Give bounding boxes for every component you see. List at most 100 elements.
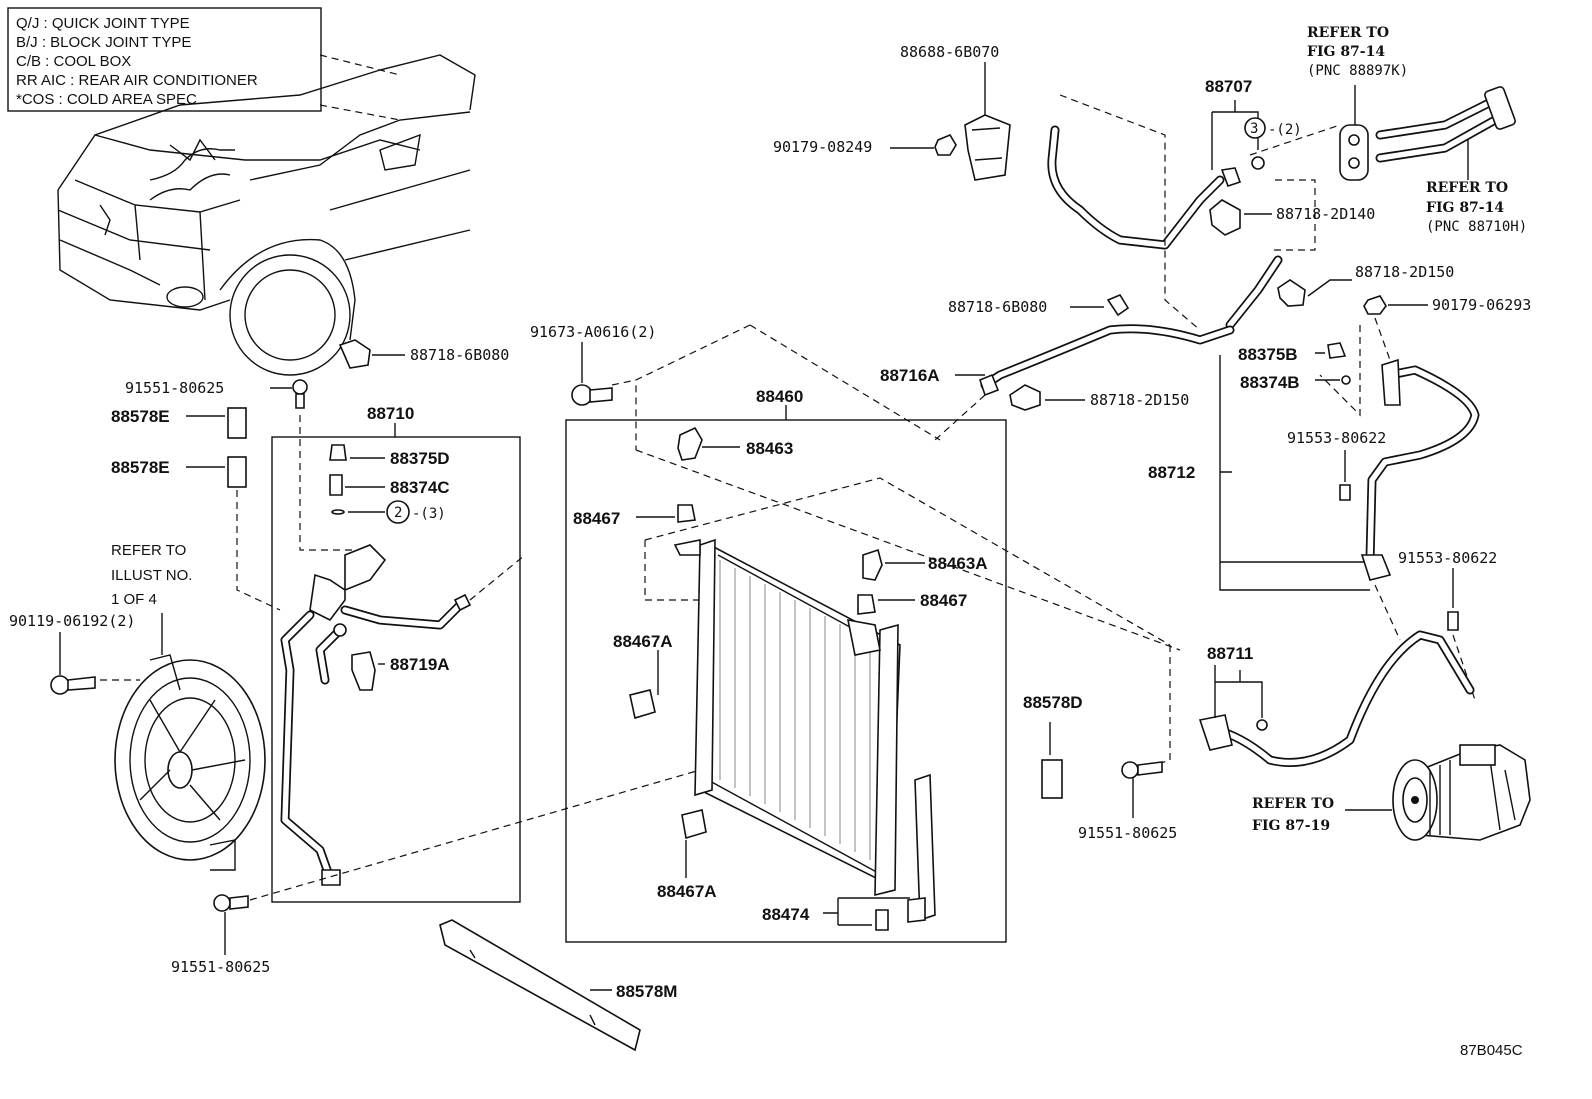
label-88474: 88474 <box>762 905 810 924</box>
switch-88719A <box>351 651 376 691</box>
label-88375B: 88375B <box>1238 345 1298 364</box>
label-90179-08249: 90179-08249 <box>773 138 872 156</box>
ref-1-line-1: REFER TO <box>1307 25 1389 41</box>
grommet-88467-right <box>857 594 876 615</box>
label-88578D: 88578D <box>1023 693 1083 712</box>
label-circle-3: 3 <box>1250 121 1258 137</box>
circle-2 <box>386 500 410 524</box>
nut-90179-06293 <box>1363 295 1387 315</box>
compressor <box>1392 744 1531 841</box>
valve-88374C <box>329 474 343 496</box>
bolt-91553-lower <box>1447 611 1459 631</box>
grommet-88467-top <box>677 504 696 523</box>
label-88467-top: 88467 <box>573 509 620 528</box>
valve-core-88375B <box>1327 342 1347 359</box>
label-88463: 88463 <box>746 439 793 458</box>
bracket-88467A-upper <box>629 689 656 720</box>
ref-3-line-3: 1 OF 4 <box>111 591 157 608</box>
block-88578D <box>1041 759 1063 799</box>
ref-4-line-2: FIG 87-19 <box>1252 818 1330 834</box>
ref-1-line-2: FIG 87-14 <box>1307 44 1385 60</box>
label-91551-80625-bottom: 91551-80625 <box>171 958 270 976</box>
label-88718-2D150-top: 88718-2D150 <box>1355 263 1454 281</box>
label-88710: 88710 <box>367 404 414 423</box>
clamp-88688 <box>964 114 1011 181</box>
label-88467A-upper: 88467A <box>613 632 673 651</box>
legend-line-cos: *COS : COLD AREA SPEC <box>16 91 197 108</box>
clip-88718-6B080-mid <box>1106 293 1130 317</box>
ref-1-line-3: (PNC 88897K) <box>1307 63 1408 79</box>
legend-box: Q/J : QUICK JOINT TYPE B/J : BLOCK JOINT… <box>7 7 322 112</box>
label-88578E-1: 88578E <box>111 407 170 426</box>
pipe-fitting-88707 <box>1220 167 1242 188</box>
label-91553-80622-upper: 91553-80622 <box>1287 429 1386 447</box>
bolt-91673 <box>571 384 613 406</box>
ref-3-line-1: REFER TO <box>111 542 186 559</box>
label-91551-80625-top: 91551-80625 <box>125 379 224 397</box>
label-circle-3-qty: -(2) <box>1268 122 1302 138</box>
ref-2-line-2: FIG 87-14 <box>1426 200 1504 216</box>
label-88716A: 88716A <box>880 366 940 385</box>
label-88467A-lower: 88467A <box>657 882 717 901</box>
figure-id: 87B045C <box>1460 1042 1523 1059</box>
label-90119-06192: 90119-06192(2) <box>9 612 135 630</box>
label-91551-80625-right: 91551-80625 <box>1078 824 1177 842</box>
bracket-88463 <box>677 426 703 461</box>
label-88375D: 88375D <box>390 449 450 468</box>
ref-2-line-1: REFER TO <box>1426 180 1508 196</box>
o-ring-88374B <box>1341 375 1351 385</box>
label-88578M: 88578M <box>616 982 677 1001</box>
block-joint <box>1339 85 1516 181</box>
liquid-pipe-88710 <box>280 544 472 886</box>
label-88463A: 88463A <box>928 554 988 573</box>
label-88718-6B080-left: 88718-6B080 <box>410 346 509 364</box>
block-88578E-1 <box>227 407 247 439</box>
bolt-91551-right <box>1121 761 1163 779</box>
label-circle-2-qty: -(3) <box>412 506 446 522</box>
nut-90179-08249 <box>934 133 957 156</box>
legend-line-bj: B/J : BLOCK JOINT TYPE <box>16 34 191 51</box>
label-88718-6B080-mid: 88718-6B080 <box>948 298 1047 316</box>
vehicle-illustration <box>57 54 476 376</box>
ref-3-line-2: ILLUST NO. <box>111 567 192 584</box>
label-88707: 88707 <box>1205 77 1252 96</box>
valve-core-88375D <box>329 444 347 461</box>
label-88467-right: 88467 <box>920 591 967 610</box>
seal-88578M <box>439 919 641 1052</box>
cooling-fan <box>114 654 266 871</box>
label-90179-06293: 90179-06293 <box>1432 296 1531 314</box>
label-91673-A0616: 91673-A0616(2) <box>530 323 656 341</box>
label-88460: 88460 <box>756 387 803 406</box>
o-ring-top <box>1251 156 1265 170</box>
pipe-end-88716A <box>979 373 1000 397</box>
bracket-88467A-lower <box>681 809 707 840</box>
bracket-88463A <box>862 548 883 581</box>
ref-2-line-3: (PNC 88710H) <box>1426 219 1527 235</box>
label-88374B: 88374B <box>1240 373 1300 392</box>
bolt-91551-bottom <box>213 894 249 912</box>
clip-88718-2D150-low <box>1009 384 1041 411</box>
clip-88718-2D140 <box>1209 199 1241 236</box>
receiver-88474 <box>907 773 936 923</box>
box-88710 <box>271 436 521 903</box>
clip-88718-6B080-left <box>338 339 371 369</box>
pipe-fitting-88712 <box>1381 358 1401 406</box>
label-circle-2: 2 <box>394 505 402 521</box>
label-88578E-2: 88578E <box>111 458 170 477</box>
bolt-90119 <box>50 675 96 695</box>
label-88688-6B070: 88688-6B070 <box>900 43 999 61</box>
label-88719A: 88719A <box>390 655 450 674</box>
label-88712: 88712 <box>1148 463 1195 482</box>
bolt-91553-upper <box>1339 484 1351 501</box>
ref-4-line-1: REFER TO <box>1252 796 1334 812</box>
block-88578E-2 <box>227 456 247 488</box>
legend-line-cb: C/B : COOL BOX <box>16 53 131 70</box>
bolt-91551-top <box>292 379 308 409</box>
label-88718-2D150-low: 88718-2D150 <box>1090 391 1189 409</box>
label-88374C: 88374C <box>390 478 450 497</box>
label-91553-80622-lower: 91553-80622 <box>1398 549 1497 567</box>
circle-3 <box>1244 117 1266 139</box>
legend-line-qj: Q/J : QUICK JOINT TYPE <box>16 15 190 32</box>
label-88711: 88711 <box>1207 644 1253 663</box>
fitting-88711 <box>1198 714 1233 751</box>
